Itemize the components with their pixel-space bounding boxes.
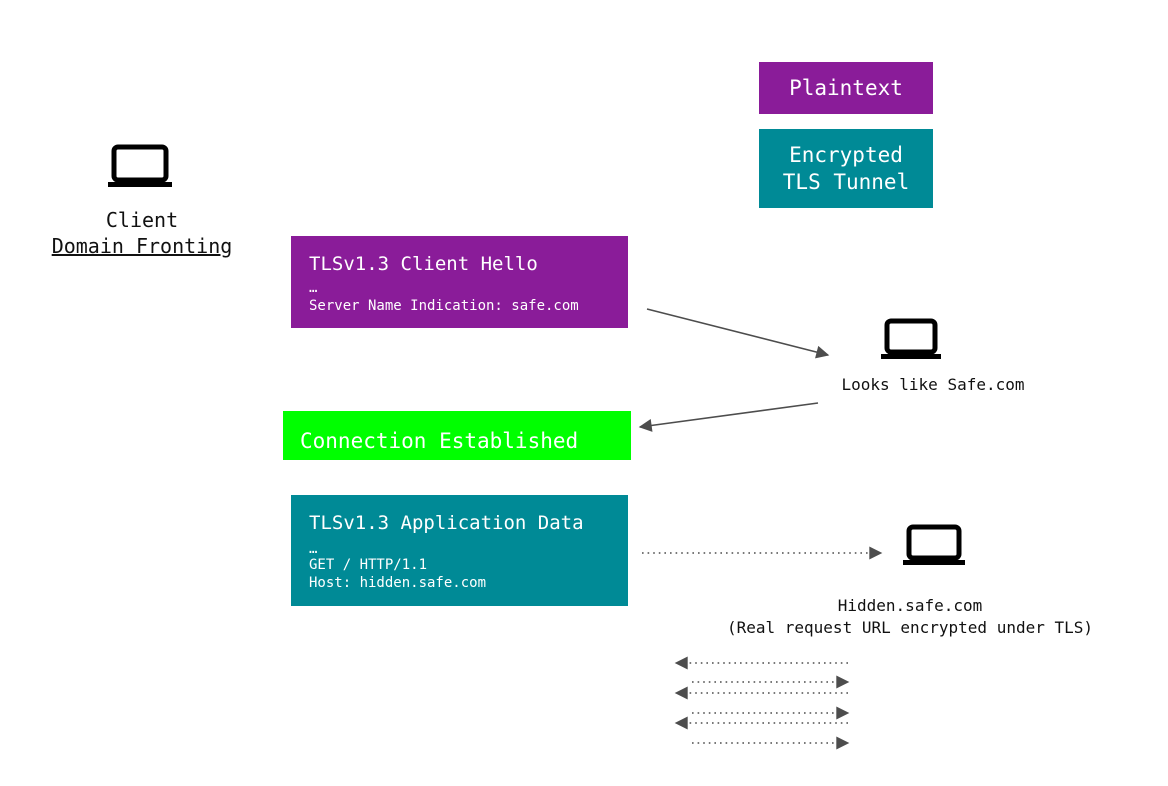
hidden-server-laptop-icon xyxy=(903,524,965,570)
connection-established-box: Connection Established xyxy=(283,411,631,460)
client-hello-box: TLSv1.3 Client Hello … Server Name Indic… xyxy=(291,236,628,328)
legend-plaintext-label: Plaintext xyxy=(789,75,903,100)
connection-established-arrow xyxy=(638,402,819,432)
legend-plaintext: Plaintext xyxy=(759,62,933,114)
connection-established-label: Connection Established xyxy=(300,429,579,453)
client-label: Client Domain Fronting xyxy=(40,208,244,258)
client-hello-sni: Server Name Indication: safe.com xyxy=(309,298,579,314)
client-hello-arrow xyxy=(646,308,830,359)
legend-encrypted: Encrypted TLS Tunnel xyxy=(759,129,933,208)
client-hello-ellipsis: … xyxy=(309,280,318,296)
app-data-request-line: GET / HTTP/1.1 xyxy=(309,557,428,573)
client-name: Client xyxy=(105,208,179,232)
app-data-host-line: Host: hidden.safe.com xyxy=(309,575,487,591)
app-data-ellipsis: … xyxy=(309,541,318,557)
app-data-box: TLSv1.3 Application Data … GET / HTTP/1.… xyxy=(291,495,628,606)
hidden-server-name: Hidden.safe.com xyxy=(837,596,983,615)
hidden-server-note: (Real request URL encrypted under TLS) xyxy=(726,618,1094,637)
client-hello-title: TLSv1.3 Client Hello xyxy=(309,253,538,275)
client-laptop-icon xyxy=(107,144,173,192)
legend-encrypted-label: Encrypted TLS Tunnel xyxy=(782,142,910,194)
hidden-server-label: Hidden.safe.com (Real request URL encryp… xyxy=(690,595,1130,639)
client-technique: Domain Fronting xyxy=(51,234,233,258)
front-server-laptop-icon xyxy=(881,318,941,364)
app-data-title: TLSv1.3 Application Data xyxy=(309,512,584,534)
front-server-label: Looks like Safe.com xyxy=(841,375,1025,394)
